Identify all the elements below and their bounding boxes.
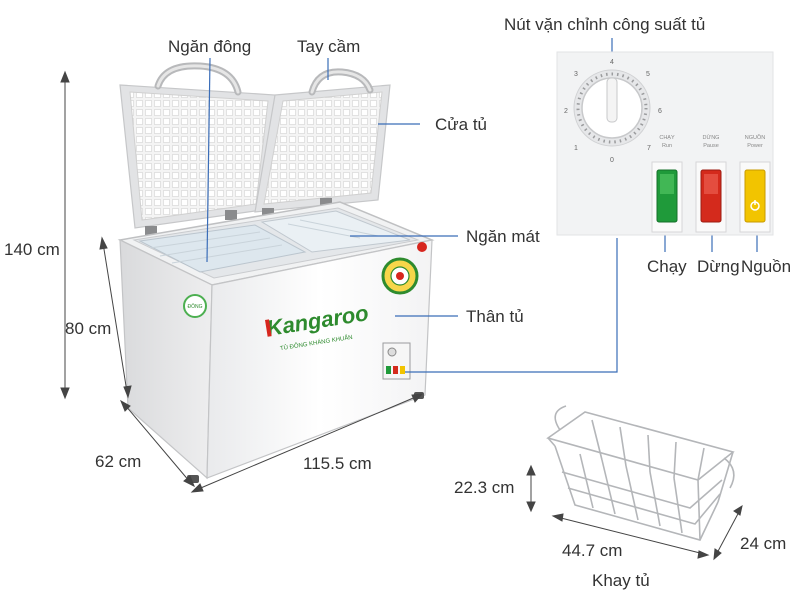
run-switch[interactable] [651,161,683,233]
switch-caption-vi: CHẠY [659,135,675,141]
dial-number: 5 [646,71,650,78]
dial-number: 1 [574,145,578,152]
dial-number: 3 [574,71,578,78]
dial-number: 7 [647,145,651,152]
badge-text: ĐÔNG [188,303,203,310]
control-panel: 0 1 2 3 4 5 6 7 CHẠY Run DỪNG Pause NGUỒ… [556,51,774,236]
dial-number: 6 [658,108,662,115]
switch-caption-vi: DỪNG [703,134,720,141]
freezer-front [206,239,433,479]
left-lid [119,62,276,229]
switch-caption-en: Pause [703,143,719,149]
hinge [320,198,332,208]
dimension-lines [60,70,743,561]
dial-number: 2 [564,108,568,115]
dim-height-body: 80 cm [65,319,112,338]
hinge [262,208,274,218]
label-khay-tu: Khay tủ [592,571,650,590]
dim-depth: 62 cm [95,452,142,471]
hinge [225,210,237,220]
hinge [145,226,157,236]
power-dial[interactable] [573,69,651,147]
label-dung: Dừng [697,257,740,276]
freezer-top-opening [117,201,435,286]
label-ngan-dong: Ngăn đông [168,37,252,56]
switch-caption-en: Power [747,143,763,149]
label-tay-cam: Tay cầm [297,37,361,56]
brand-k-mark [265,319,272,337]
label-than-tu: Thân tủ [466,307,524,326]
stop-switch[interactable] [695,161,727,233]
dim-height-total: 140 cm [4,240,60,259]
red-dot-icon [417,242,427,252]
label-chay: Chạy [647,257,687,276]
dial-scale: 0 1 2 3 4 5 6 7 [564,59,662,164]
dial-number: 4 [610,59,614,66]
dong-badge-icon [183,294,207,318]
antibacterial-seal-icon [381,257,419,295]
freezer: ĐÔNG Kangaroo TỦ ĐÔNG KHÁNG KHUẨN [117,62,435,483]
label-nut-van: Nút vặn chỉnh công suất tủ [504,15,706,34]
switch-captions: CHẠY Run DỪNG Pause NGUỒN Power [659,134,765,149]
right-lid [254,68,391,213]
label-ngan-mat: Ngăn mát [466,227,540,246]
leader-lines [206,38,758,373]
power-switch[interactable] [739,161,771,233]
control-panel-small [382,342,411,380]
switch-caption-vi: NGUỒN [745,134,766,141]
label-cua-tu: Cửa tủ [435,115,488,134]
dim-tray-width: 44.7 cm [562,541,623,560]
dim-tray-depth: 24 cm [740,534,787,553]
label-nguon: Nguồn [741,257,792,276]
dim-tray-height: 22.3 cm [454,478,515,497]
dial-number: 0 [610,157,614,164]
wire-basket [546,405,735,541]
switch-caption-en: Run [662,143,672,149]
dim-width: 115.5 cm [303,454,372,473]
